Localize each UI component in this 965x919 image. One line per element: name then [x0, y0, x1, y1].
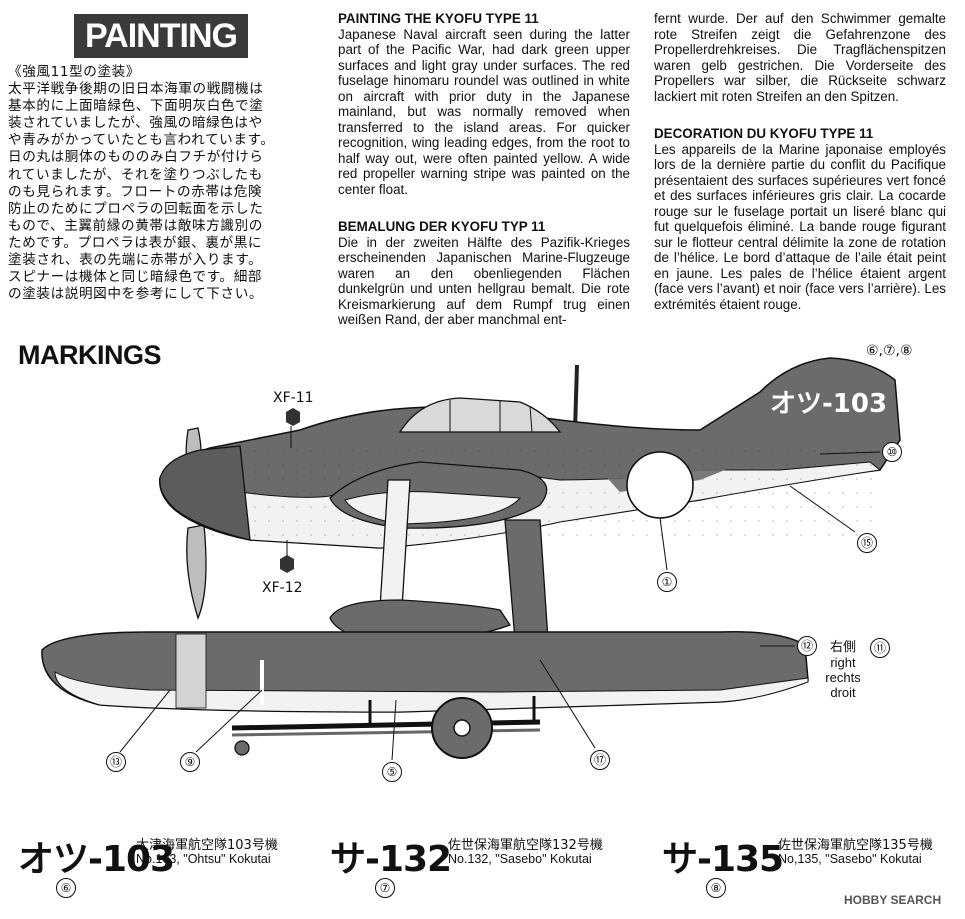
unit-number: ⑦ [375, 878, 395, 898]
japanese-line: 塗装され、表の先端に赤帯が入ります。 [8, 252, 263, 269]
french-section: DECORATION DU KYOFU TYPE 11 Les appareil… [654, 126, 946, 312]
japanese-line: 防止のためにプロペラの回転面を示した [8, 200, 264, 217]
callout-12: ⑫ [797, 636, 817, 656]
right-side-note: 右側 right rechts droit [818, 640, 868, 700]
canopy-frame [529, 405, 533, 433]
japanese-line: 太平洋戦争後期の旧日本海軍の戦闘機は [8, 81, 264, 98]
callout-11: ⑪ [870, 638, 890, 658]
japanese-line: もので、主翼前縁の黄帯は敵味方識別の [8, 217, 263, 234]
french-heading: DECORATION DU KYOFU TYPE 11 [654, 126, 874, 141]
unit-en: No.103, "Ohtsu" Kokutai [136, 852, 271, 866]
japanese-text: 《強風11型の塗装》 太平洋戦争後期の旧日本海軍の戦闘機は 基本的に上面暗緑色、… [8, 64, 330, 303]
german-section: BEMALUNG DER KYOFU TYP 11 Die in der zwe… [338, 219, 630, 328]
callout-13: ⑬ [106, 752, 126, 772]
unit-jp: 大津海軍航空隊103号機 [136, 838, 278, 853]
english-section: PAINTING THE KYOFU TYPE 11 Japanese Nava… [338, 11, 630, 197]
propeller-lower-blade [186, 524, 207, 620]
painting-title: PAINTING [74, 14, 248, 58]
right-side-en: right [830, 655, 856, 670]
german-continued: fernt wurde. Der auf den Schwimmer gemal… [654, 11, 946, 104]
unit-code: サ-132 [330, 839, 452, 880]
callout-17: ⑰ [590, 750, 610, 770]
french-body: Les appareils de la Marine japonaise emp… [654, 141, 946, 312]
watermark-logo: HOBBY SEARCH [844, 893, 942, 907]
propeller-warning-stripe [175, 633, 207, 709]
callout-10: ⑩ [882, 442, 902, 462]
hinomaru-roundel [626, 451, 694, 519]
japanese-line: の塗装は説明図中を参考にして下さい。 [8, 286, 264, 303]
german-body-2: fernt wurde. Der auf den Schwimmer gemal… [654, 11, 946, 104]
tail-refs: ⑥,⑦,⑧ [866, 343, 913, 359]
unit-code: オツ-103 [18, 839, 175, 880]
callout-9: ⑨ [180, 752, 200, 772]
xf-11-label: XF-11 [273, 390, 314, 406]
unit-en: No,135, "Sasebo" Kokutai [778, 852, 922, 866]
right-side-de: rechts [825, 670, 861, 685]
japanese-line: 日の丸は胴体のもののみ白フチが付けら [8, 149, 264, 166]
english-heading: PAINTING THE KYOFU TYPE 11 [338, 11, 539, 26]
xf-11-pin [286, 408, 300, 426]
german-body-1: Die in der zweiten Hälfte des Pazifik-Kr… [338, 234, 630, 328]
japanese-line: のも見られます。フロートの赤帯は危険 [8, 183, 263, 200]
unit-en: No.132, "Sasebo" Kokutai [448, 852, 592, 866]
unit-jp: 佐世保海軍航空隊135号機 [778, 838, 933, 853]
right-side-fr: droit [830, 685, 856, 700]
japanese-heading: 《強風11型の塗装》 [8, 64, 141, 80]
callout-15: ⑮ [857, 533, 877, 553]
callout-1: ① [657, 572, 677, 592]
japanese-line: 装されていましたが、強風の暗緑色はや [8, 115, 263, 132]
trolley-frame [231, 719, 541, 731]
markings-title: MARKINGS [18, 340, 162, 370]
engine-cowling [159, 445, 251, 541]
canopy [398, 397, 562, 433]
right-side-jp: 右側 [829, 640, 856, 655]
antenna-mast [573, 364, 579, 431]
unit-code: サ-135 [662, 839, 784, 880]
japanese-line: 基本的に上面暗緑色、下面明灰白色で塗 [8, 98, 264, 115]
german-heading: BEMALUNG DER KYOFU TYP 11 [338, 219, 546, 234]
float-strut-rear [504, 519, 549, 641]
japanese-line: や青みがかっていたとも言われています。 [8, 132, 275, 149]
xf-12-pin [280, 555, 294, 573]
unit-jp: 佐世保海軍航空隊132号機 [448, 838, 603, 853]
tail-code: オツ-103 [770, 389, 887, 419]
japanese-line: ためです。プロペラは表が銀、裏が黒に [8, 234, 263, 251]
japanese-line: スピナーは機体と同じ暗緑色です。細部 [8, 269, 263, 286]
callout-5: ⑤ [382, 762, 402, 782]
trolley-caster [234, 740, 250, 756]
unit-number: ⑧ [706, 878, 726, 898]
aircraft-diagram: オツ-103 [41, 357, 901, 761]
trolley-frame-lower [231, 728, 541, 737]
japanese-line: れていましたが、それを塗りつぶしたも [8, 166, 263, 183]
xf-12-label: XF-12 [262, 580, 303, 596]
english-body: Japanese Naval aircraft seen during the … [338, 26, 630, 197]
unit-number: ⑥ [56, 878, 76, 898]
main-float-underside [54, 671, 809, 713]
trolley-hub [453, 719, 471, 737]
